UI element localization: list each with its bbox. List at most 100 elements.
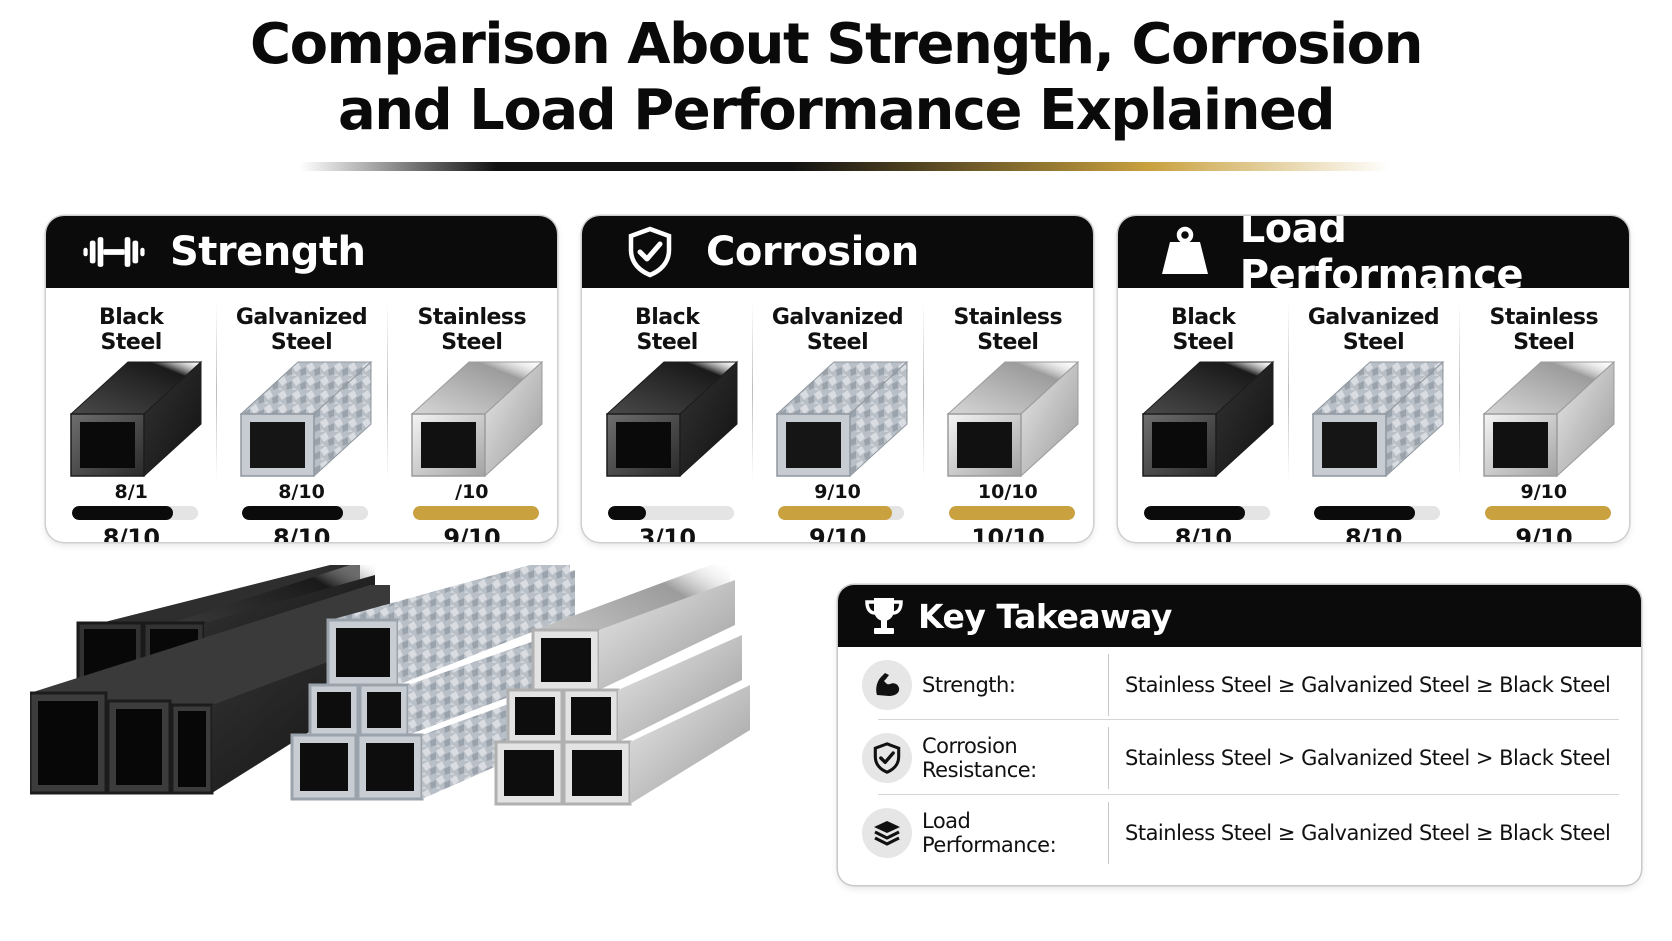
card-header: Strength [46,216,557,288]
key-takeaway-header: Key Takeaway [838,585,1641,647]
score-bar-fill [1314,506,1416,520]
score-bar-fill [608,506,646,520]
galvanized-steel-tube [240,360,373,478]
score-bar [608,506,734,520]
score-value: 3/10 [638,524,696,542]
score-bar-fill [778,506,892,520]
takeaway-row-load-performance: Load Performance: Stainless Steel ≥ Galv… [856,795,1623,870]
score-bar [242,506,369,520]
score-value: 8/10 [1174,524,1232,542]
title-underline [300,162,1390,171]
black-steel-tube [1141,360,1275,478]
score-value: 8/10 [273,524,330,542]
score-value: 9/10 [809,524,866,542]
shield-check-icon [618,226,682,278]
takeaway-label: Strength: [922,672,1016,697]
galvanized-steel-tube [1312,360,1445,478]
score-bar [412,506,539,520]
card-header: Corrosion [582,216,1093,288]
page-title-line-2: and Load Performance Explained [337,78,1336,143]
black-steel-tube [69,360,203,478]
row-separator [878,719,1619,720]
weight-icon [1154,226,1216,278]
stainless-steel-tube [410,360,543,478]
stainless-steel-tube [946,360,1079,478]
page-title-line-1: Comparison About Strength, Corrosion [249,12,1424,77]
takeaway-value: Stainless Steel > Galvanized Steel > Bla… [1125,745,1611,770]
score-bar-fill [948,506,1075,520]
layers-icon [862,807,912,858]
galvanized-steel-stack [290,565,590,801]
shield-check-icon [862,732,912,783]
row-divider [1108,653,1109,716]
key-takeaway-panel: Key Takeaway Strength: Stainless Steel ≥… [838,585,1641,885]
score-bar [1314,506,1441,520]
score-bar [72,506,198,520]
black-steel-stack [30,565,400,795]
score-value: 10/10 [971,524,1045,542]
steel-tube-stacks-image [30,565,750,806]
row-divider [1108,801,1109,864]
score-label: 10/10 [977,481,1038,503]
stainless-steel-tube [1482,360,1615,478]
card-header: Load Performance [1118,216,1629,298]
page-title: Comparison About Strength, Corrosion and… [0,12,1672,144]
stainless-steel-stack [494,565,750,806]
takeaway-value: Stainless Steel ≥ Galvanized Steel ≥ Bla… [1125,672,1611,697]
score-value: 8/10 [102,524,160,542]
score-value: 9/10 [1515,524,1573,542]
score-label: 8/10 [278,481,325,503]
score-bar [1484,506,1611,520]
takeaway-label: Load Performance: [922,808,1057,857]
score-bar [778,506,905,520]
score-bar-fill [242,506,344,520]
row-separator [878,794,1619,795]
black-steel-tube [605,360,739,478]
score-bar [1144,506,1270,520]
score-value: 8/10 [1345,524,1402,542]
takeaway-row-strength: Strength: Stainless Steel ≥ Galvanized S… [856,647,1623,722]
dumbbell-icon [82,226,146,278]
galvanized-steel-tube [776,360,909,478]
card-title: Corrosion [706,229,919,275]
score-bar [948,506,1075,520]
score-bar-fill [1484,506,1611,520]
score-bar-fill [72,506,173,520]
card-title: Load Performance [1239,216,1524,298]
score-bar-fill [1144,506,1245,520]
card-title: Strength [170,229,366,275]
score-label: 9/10 [814,481,861,503]
trophy-icon [860,592,908,640]
score-label: /10 [455,481,489,503]
score-label: 8/1 [114,481,148,503]
key-takeaway-title: Key Takeaway [918,596,1172,636]
score-label: 9/10 [1520,481,1568,503]
score-bar-fill [412,506,539,520]
